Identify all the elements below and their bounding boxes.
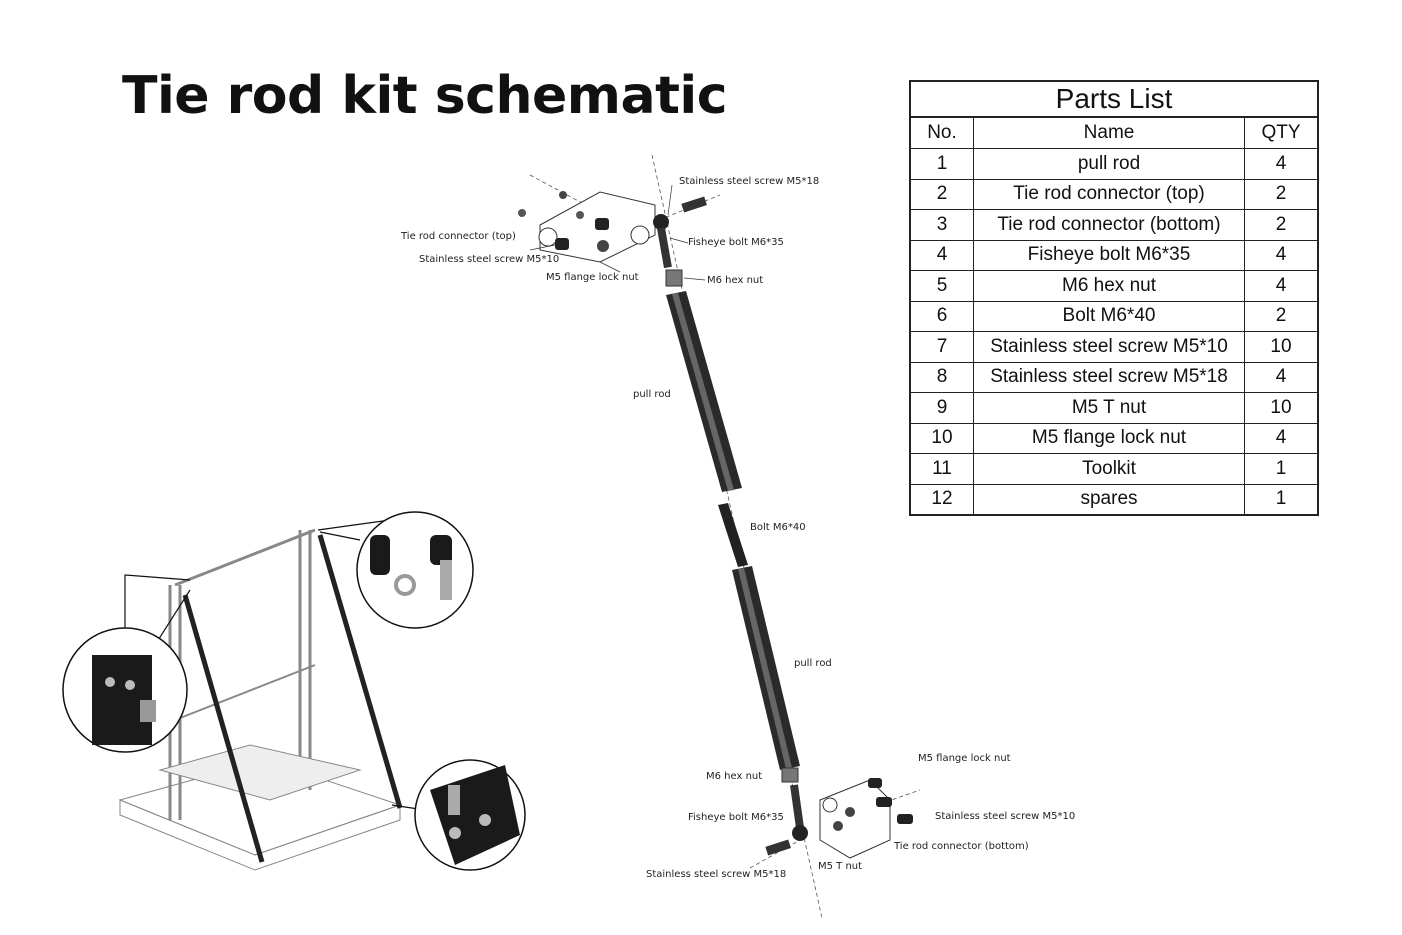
label-pull-rod-upper: pull rod: [633, 389, 671, 400]
cell-qty: 1: [1244, 453, 1319, 485]
cell-no: 6: [909, 300, 974, 332]
label-pull-rod-lower: pull rod: [794, 658, 832, 669]
header-qty: QTY: [1244, 116, 1319, 149]
page-title: Tie rod kit schematic: [122, 66, 728, 126]
label-bottom-hex-nut: M6 hex nut: [706, 771, 763, 782]
pull-rod-lower-icon: [732, 566, 800, 770]
cell-name: Toolkit: [973, 453, 1245, 485]
bottom-screws-icon: [833, 778, 913, 831]
label-top-fisheye: Fisheye bolt M6*35: [688, 237, 784, 248]
zoom-detail-top-icon: [356, 511, 474, 629]
cell-qty: 1: [1244, 483, 1319, 516]
cell-name: spares: [973, 483, 1245, 516]
label-bottom-screw-m5x10: Stainless steel screw M5*10: [935, 811, 1076, 822]
cell-name: Stainless steel screw M5*10: [973, 331, 1245, 363]
bottom-hex-nut-icon: [781, 767, 799, 783]
zoom-detail-bottom-icon: [414, 759, 526, 871]
cell-qty: 2: [1244, 300, 1319, 332]
printer-frame-illustration: [118, 528, 402, 871]
label-top-connector: Tie rod connector (top): [401, 231, 516, 242]
zoom-detail-left-icon: [62, 627, 188, 753]
bottom-fisheye-bolt-icon: [765, 784, 808, 856]
cell-qty: 4: [1244, 361, 1319, 393]
top-fisheye-bolt-icon: [653, 196, 707, 269]
label-bottom-t-nut: M5 T nut: [818, 861, 863, 872]
cell-name: Stainless steel screw M5*18: [973, 361, 1245, 393]
header-no: No.: [909, 116, 974, 149]
top-hex-nut-icon: [665, 269, 683, 287]
header-name: Name: [973, 116, 1245, 149]
cell-name: M5 T nut: [973, 392, 1245, 424]
label-top-screw-m5x18: Stainless steel screw M5*18: [679, 176, 820, 187]
label-top-screw-m5x10: Stainless steel screw M5*10: [419, 254, 560, 265]
parts-list-title: Parts List: [909, 80, 1319, 118]
cell-qty: 4: [1244, 239, 1319, 271]
cell-no: 4: [909, 239, 974, 271]
label-bottom-screw-m5x18: Stainless steel screw M5*18: [646, 869, 787, 880]
label-bottom-fisheye: Fisheye bolt M6*35: [688, 812, 784, 823]
bolt-m6x40-icon: [718, 503, 748, 567]
cell-name: M6 hex nut: [973, 270, 1245, 302]
cell-name: Fisheye bolt M6*35: [973, 239, 1245, 271]
top-screws-icon: [518, 191, 609, 252]
leader-lines: [529, 184, 706, 281]
cell-name: pull rod: [973, 148, 1245, 180]
cell-qty: 2: [1244, 209, 1319, 241]
cell-qty: 2: [1244, 178, 1319, 210]
cell-no: 8: [909, 361, 974, 393]
label-bottom-flange-nut: M5 flange lock nut: [918, 753, 1011, 764]
label-bolt-m6x40: Bolt M6*40: [750, 522, 806, 533]
pull-rod-upper-icon: [666, 291, 742, 492]
diagonal-tie-rods: [182, 534, 403, 863]
label-top-hex-nut: M6 hex nut: [707, 275, 764, 286]
label-top-flange-nut: M5 flange lock nut: [546, 272, 639, 283]
label-bottom-connector: Tie rod connector (bottom): [894, 841, 1029, 852]
cell-name: M5 flange lock nut: [973, 422, 1245, 454]
tie-rod-connector-bottom-icon: [819, 779, 891, 859]
cell-qty: 4: [1244, 270, 1319, 302]
cell-qty: 10: [1244, 331, 1319, 363]
cell-name: Tie rod connector (bottom): [973, 209, 1245, 241]
cell-no: 12: [909, 483, 974, 516]
